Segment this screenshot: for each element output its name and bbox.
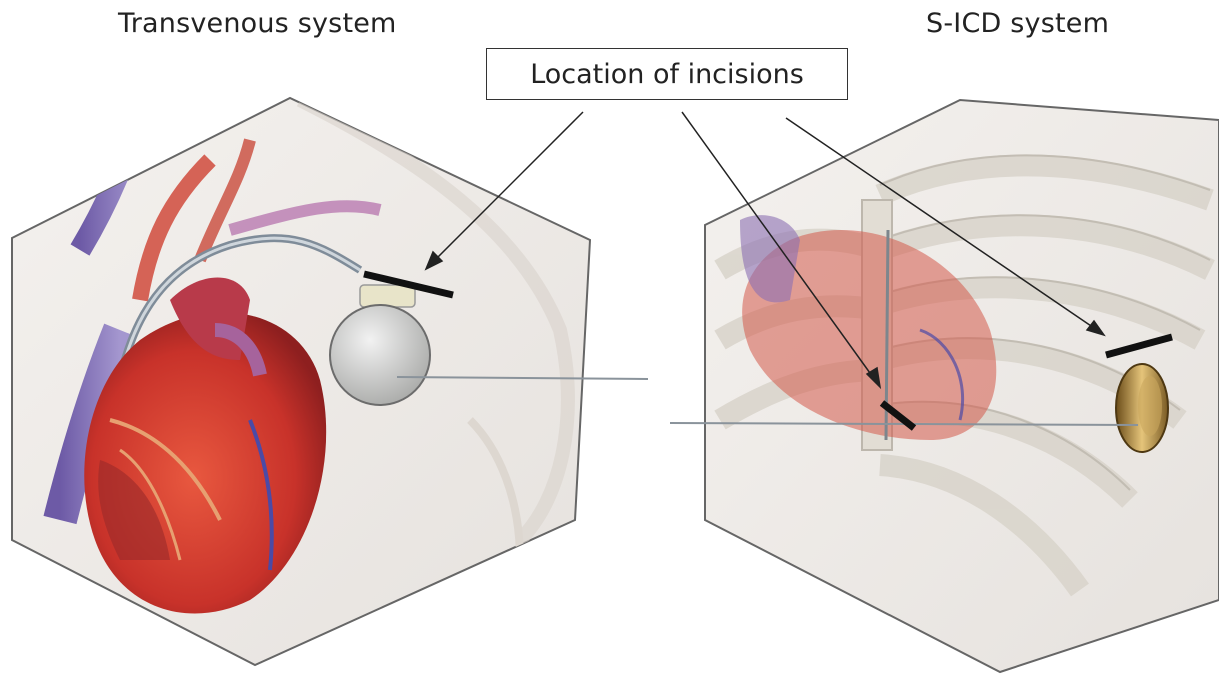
sicd-panel	[670, 100, 1219, 672]
incision-callout-box: Location of incisions	[486, 48, 848, 100]
transvenous-panel	[12, 98, 648, 665]
